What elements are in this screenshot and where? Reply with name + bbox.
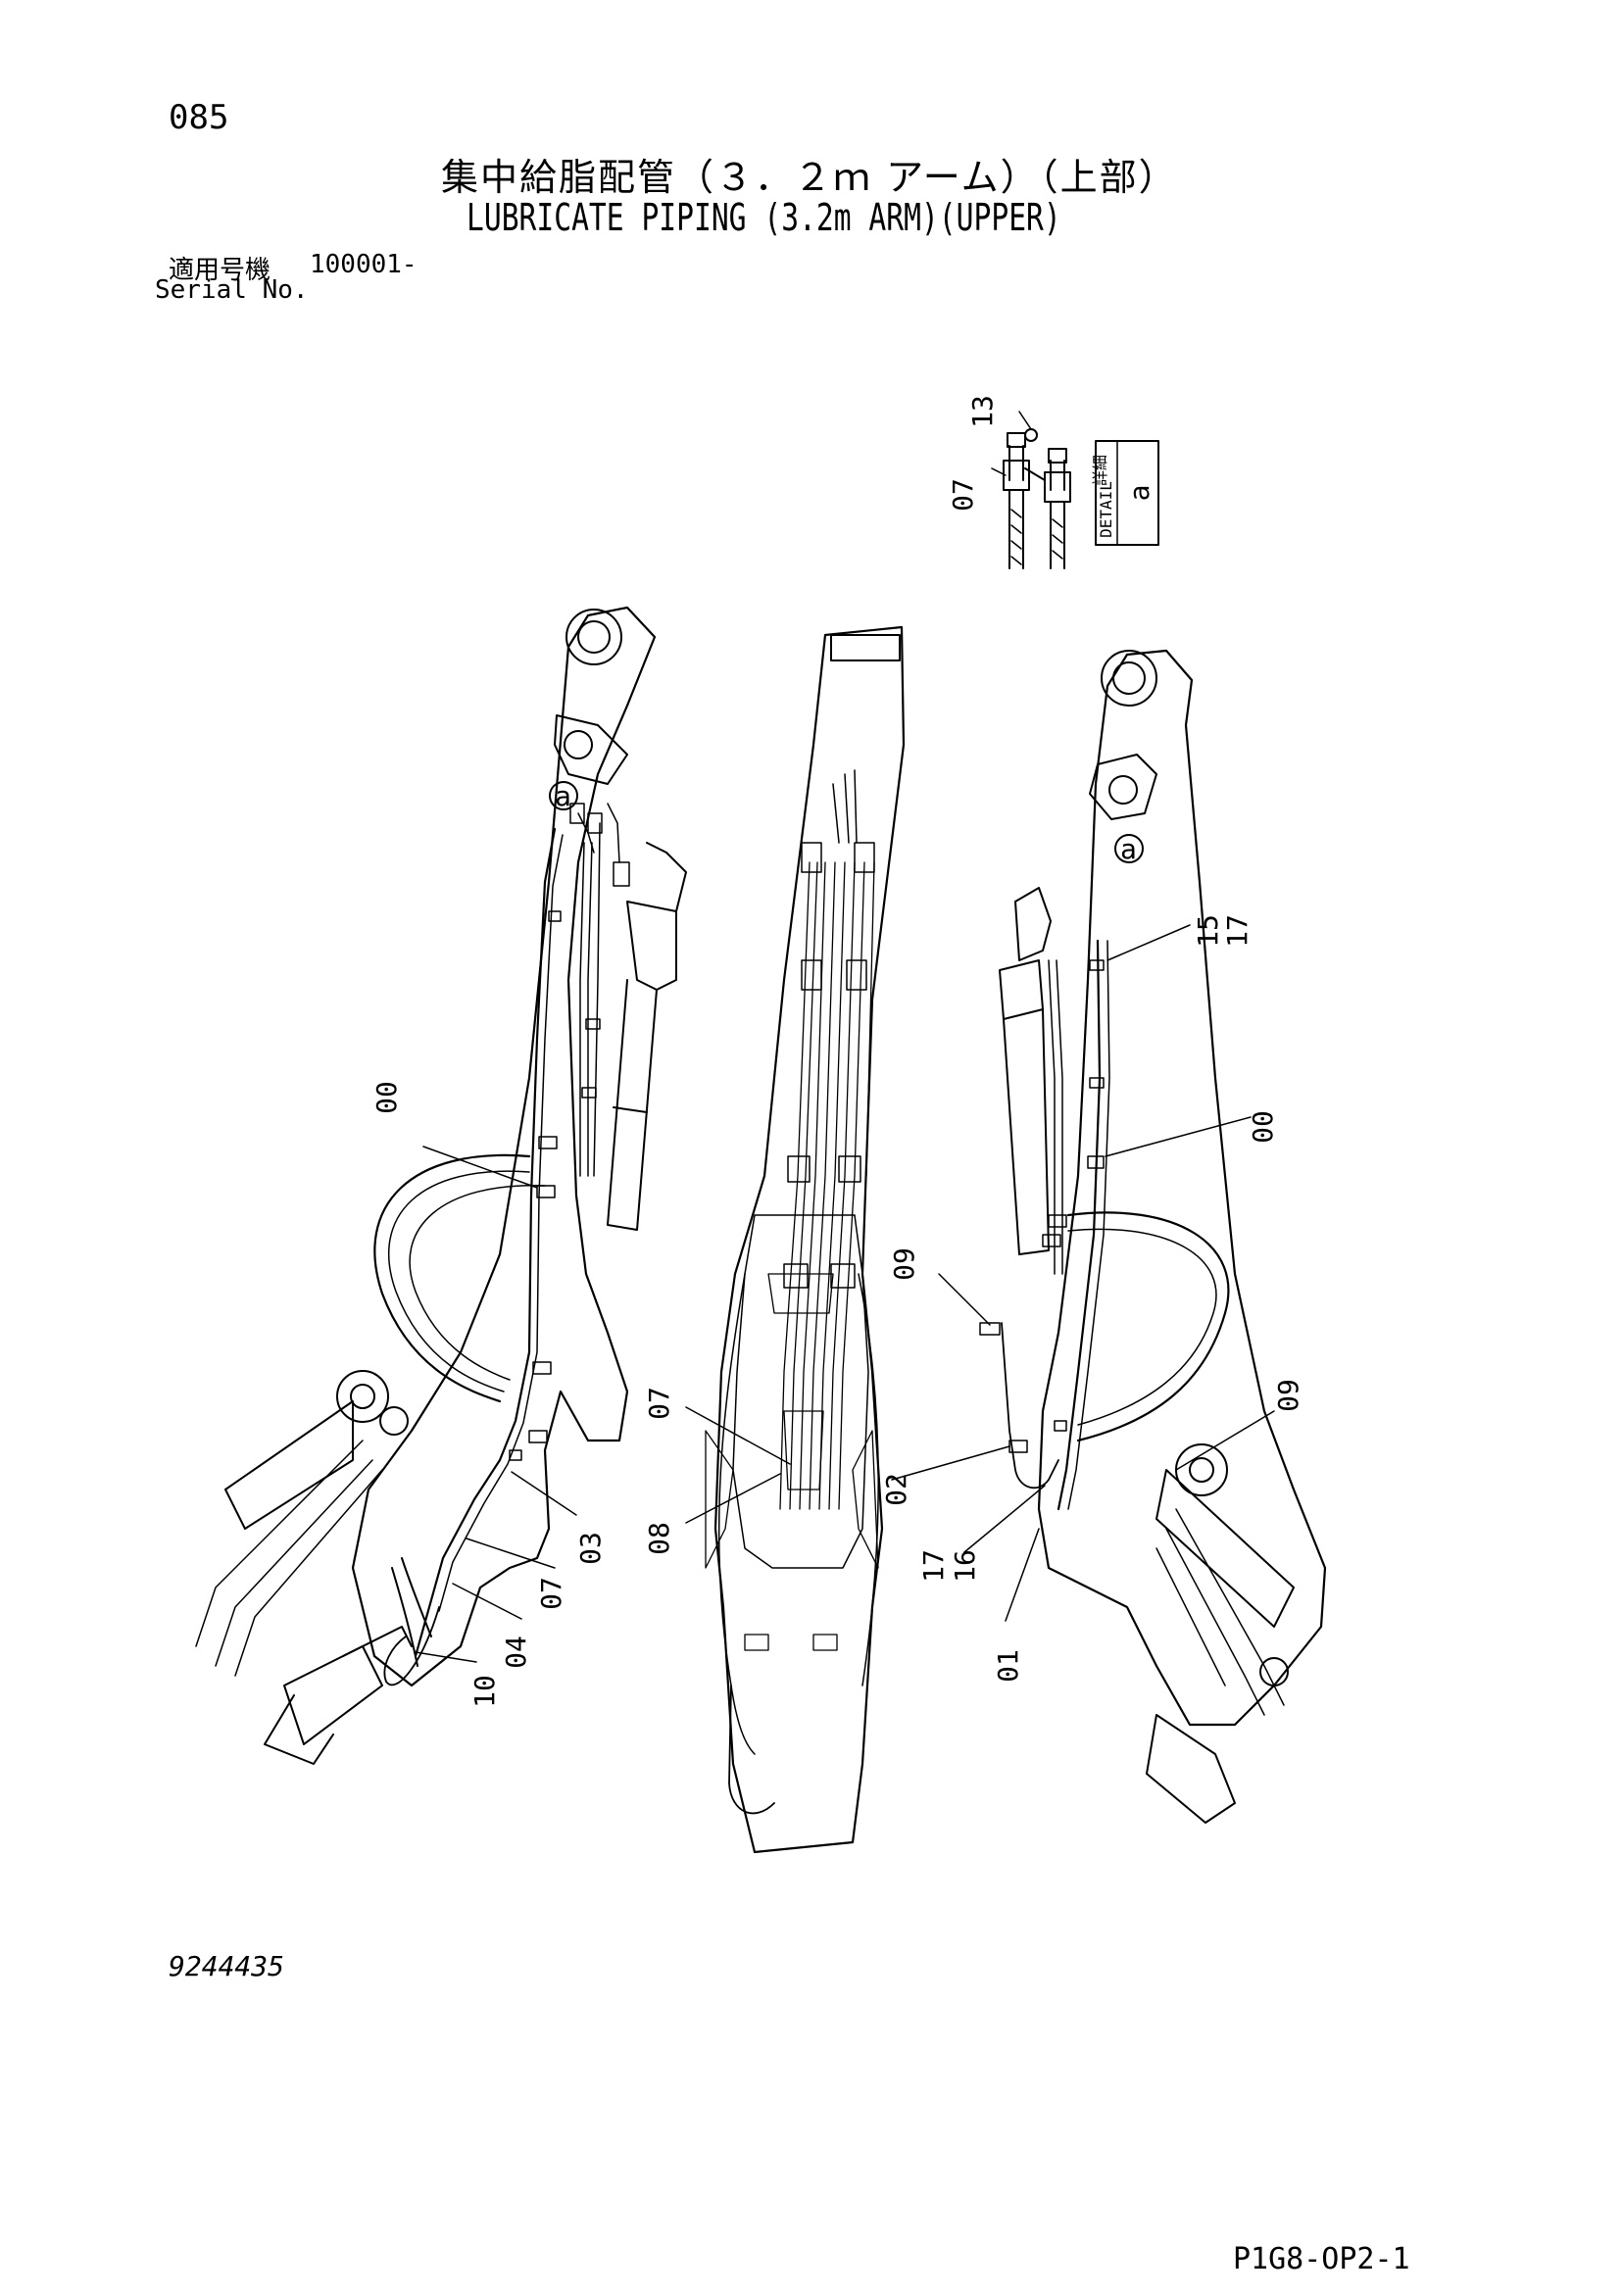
serial-value: 100001- xyxy=(310,250,418,279)
detail-callout-07: 07 xyxy=(947,478,979,512)
detail-callout-13: 13 xyxy=(966,395,999,428)
left-arm-view: a xyxy=(195,606,687,1765)
detail-letter: a xyxy=(1123,485,1155,502)
title-japanese: 集中給脂配管（３．２ｍ アーム）（上部） xyxy=(441,156,1178,199)
center-arm-view: 07 08 xyxy=(643,625,906,1854)
callout-center-07: 07 xyxy=(643,1387,675,1420)
callout-left-07: 07 xyxy=(535,1577,567,1610)
callout-right-00: 00 xyxy=(1247,1110,1279,1144)
callout-center-08: 08 xyxy=(643,1522,675,1555)
callout-left-00: 00 xyxy=(370,1081,403,1114)
detail-label-jp: 詳細 xyxy=(1091,455,1109,486)
callout-right-16: 16 xyxy=(949,1549,981,1583)
page-reference: P1G8-OP2-1 xyxy=(1233,2242,1410,2276)
document-number: 9244435 xyxy=(169,1950,285,1982)
serial-label-japanese: 適用号機 xyxy=(169,256,271,285)
detail-a-view: a DETAIL 詳細 13 07 xyxy=(947,395,1159,569)
callout-right-01: 01 xyxy=(992,1649,1024,1683)
callout-right-09-left: 09 xyxy=(888,1247,920,1281)
callout-left-03: 03 xyxy=(574,1532,607,1565)
callout-left-04: 04 xyxy=(500,1636,532,1669)
serial-label-english: Serial No. xyxy=(155,275,309,305)
right-arm-view: a 15 1 xyxy=(880,649,1327,1824)
left-detail-mark: a xyxy=(555,780,571,812)
page-number: 085 xyxy=(169,98,229,137)
callout-right-17-top: 17 xyxy=(1221,914,1253,948)
callout-right-15: 15 xyxy=(1192,914,1224,948)
callout-left-10: 10 xyxy=(468,1675,501,1708)
right-detail-mark: a xyxy=(1120,833,1137,865)
callout-right-09-right: 09 xyxy=(1272,1379,1304,1412)
title-english: LUBRICATE PIPING (3.2m ARM)(UPPER) xyxy=(467,196,1061,239)
callout-right-02: 02 xyxy=(880,1473,912,1506)
detail-label-en: DETAIL xyxy=(1097,481,1115,538)
callout-right-17-bottom: 17 xyxy=(917,1549,950,1583)
